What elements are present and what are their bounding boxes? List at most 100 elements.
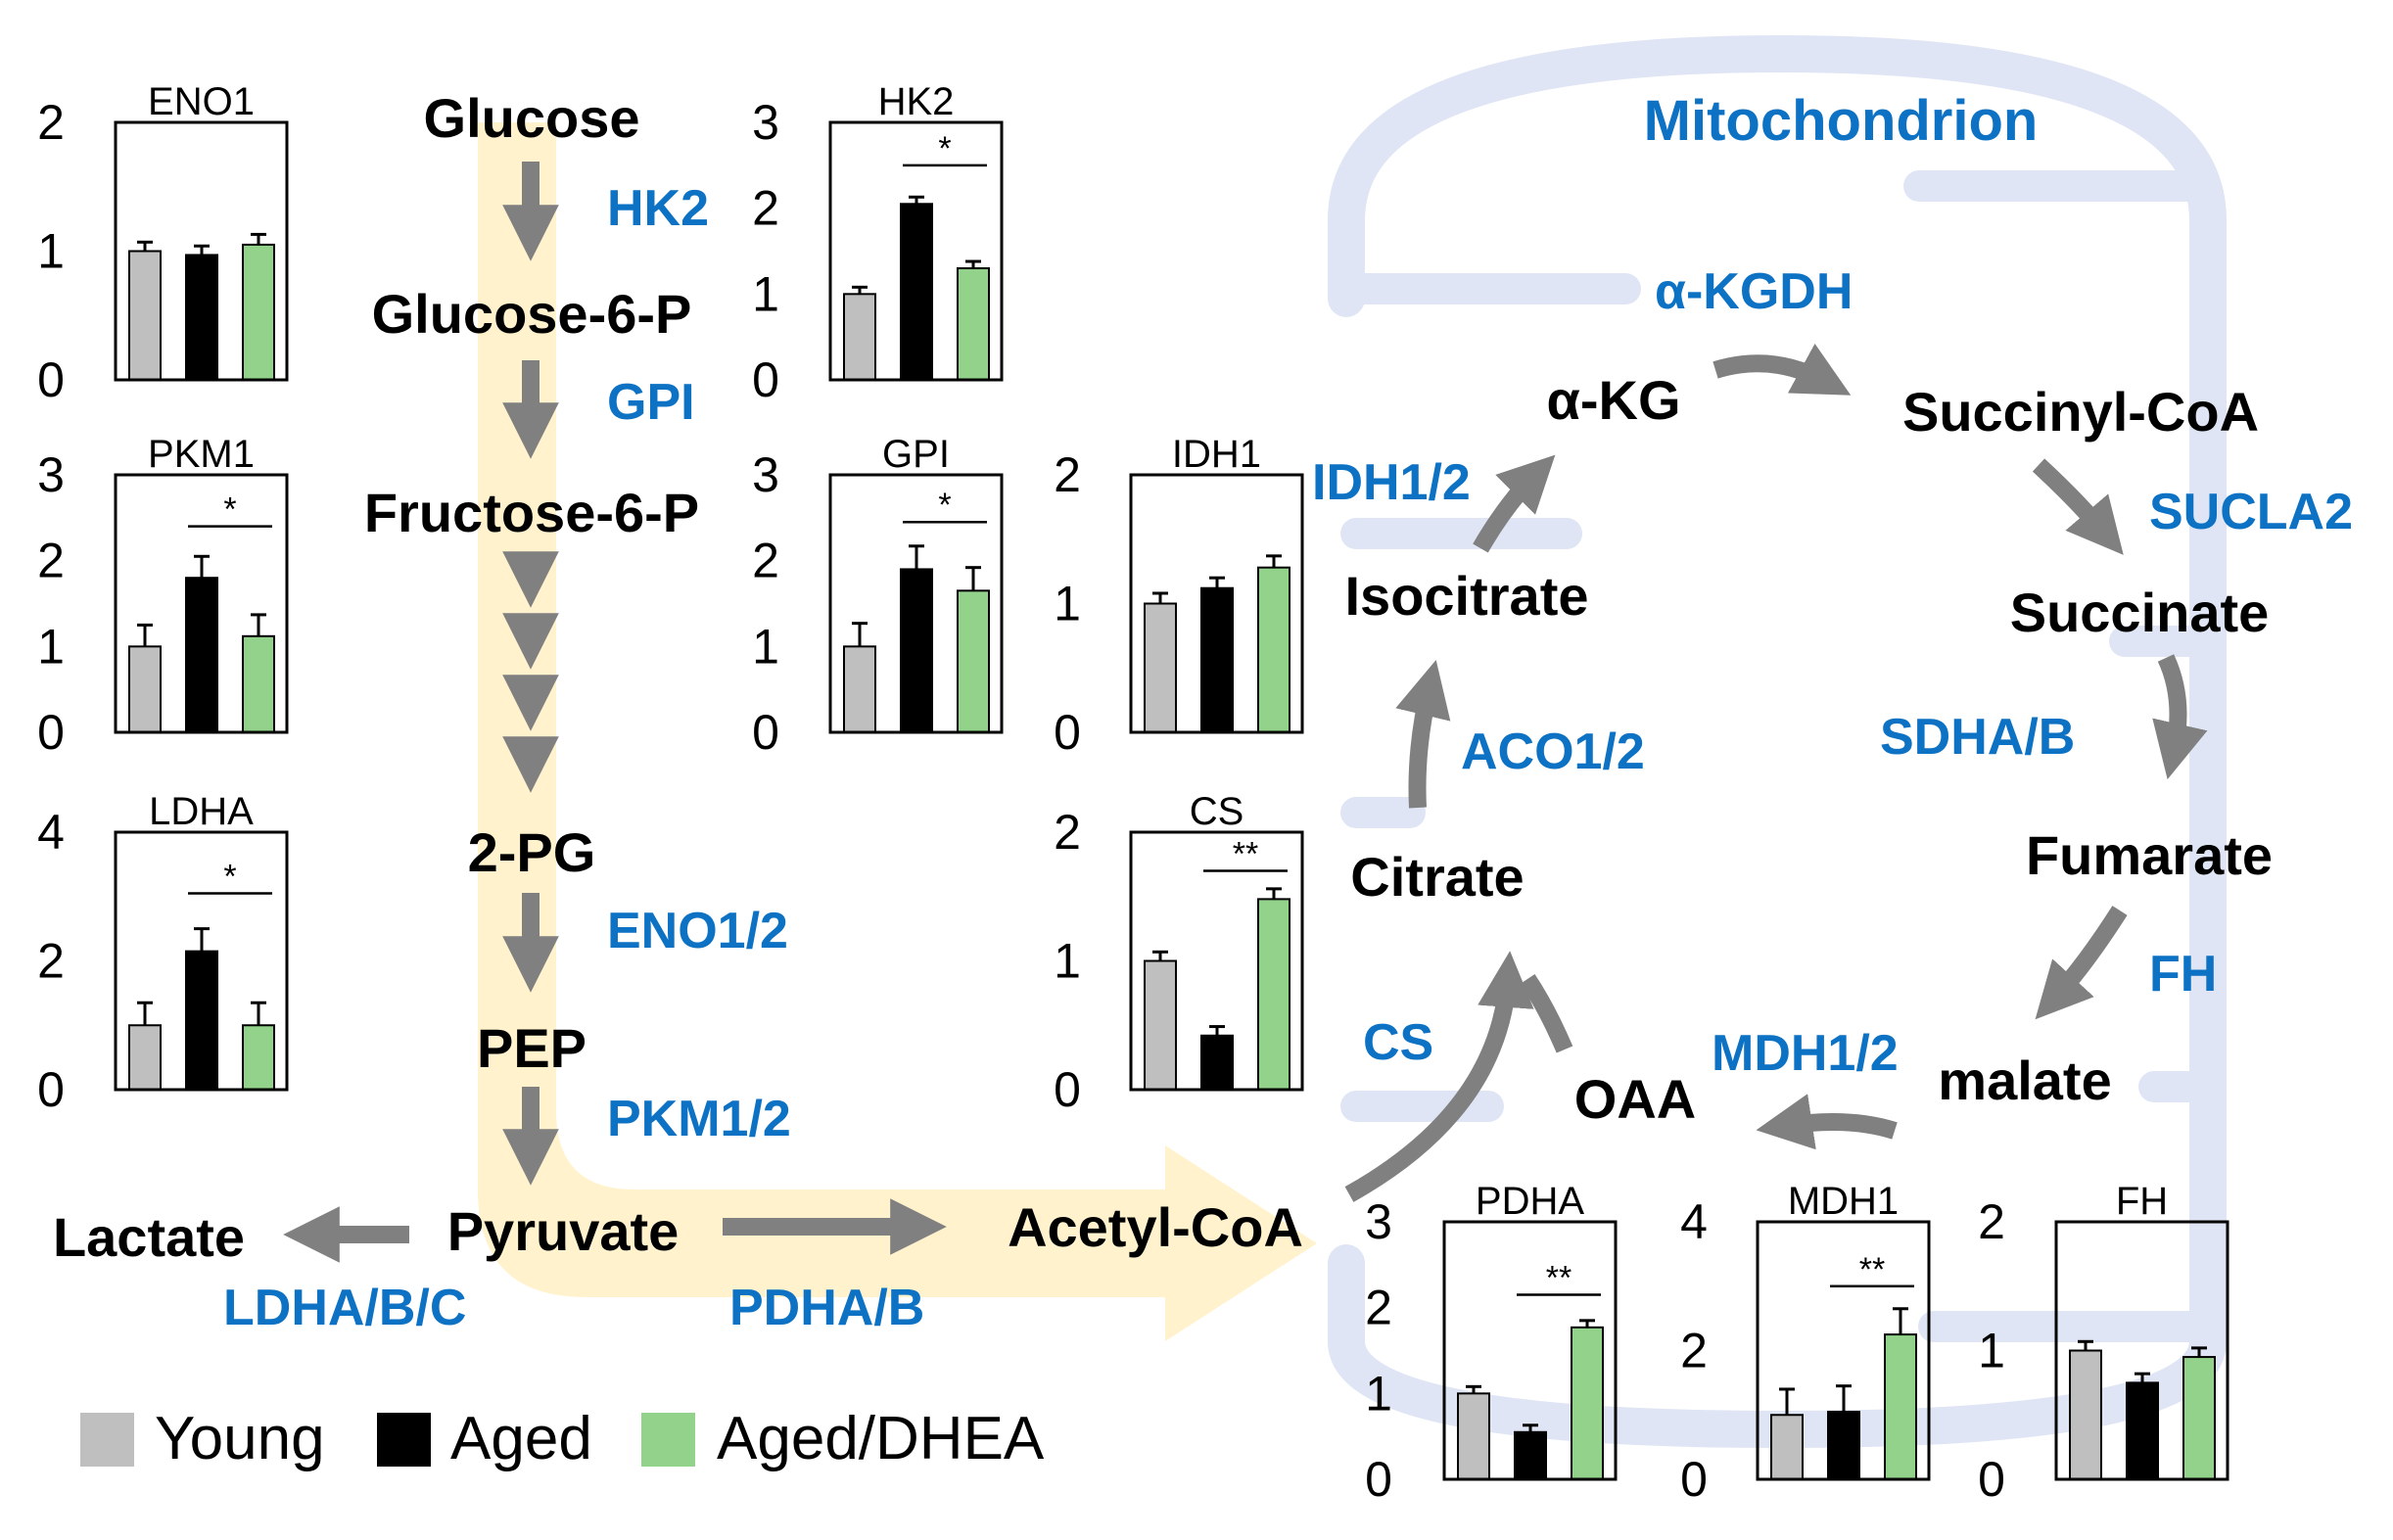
significance-label-pdha: ** xyxy=(1546,1260,1572,1297)
tick-label-mdh1-0: 0 xyxy=(1680,1452,1708,1507)
bar-eno1-young xyxy=(128,250,162,381)
arrow-fumarate-malate xyxy=(2035,906,2128,1020)
metabolite-pyruvate: Pyruvate xyxy=(447,1200,680,1262)
bar-ldha-aged-dhea xyxy=(242,1024,275,1091)
bar-cs-aged-dhea xyxy=(1257,898,1290,1091)
bar-pkm1-aged-dhea xyxy=(242,634,275,734)
tick-label-hk2-3: 3 xyxy=(752,95,779,150)
enzyme-akgdh: α-KGDH xyxy=(1655,263,1853,320)
arrow-succinate-fumarate xyxy=(2152,654,2208,780)
metabolite-fumarate: Fumarate xyxy=(2026,824,2273,886)
enzyme-fh: FH xyxy=(2149,946,2217,1003)
chart-frame-mdh1 xyxy=(1756,1220,1931,1481)
bar-pdha-aged-dhea xyxy=(1571,1326,1604,1480)
arrow-succinylcoa-succinate xyxy=(2032,458,2124,555)
bar-gpi-aged-dhea xyxy=(957,589,990,733)
metabolite-lactate: Lactate xyxy=(53,1206,245,1268)
tick-label-cs-1: 1 xyxy=(1054,934,1081,989)
bar-ldha-aged xyxy=(185,950,218,1092)
bar-fh-young xyxy=(2069,1349,2102,1480)
tick-label-ldha-2: 2 xyxy=(37,934,65,989)
tick-label-ldha-0: 0 xyxy=(37,1062,65,1117)
arrow-malate-oaa xyxy=(1756,1094,1898,1150)
mitochondrion-label: Mitochondrion xyxy=(1644,89,2039,153)
bar-fh-aged xyxy=(2126,1381,2159,1480)
metabolite-pep: PEP xyxy=(477,1017,587,1079)
metabolite-glucose: Glucose xyxy=(424,87,640,149)
legend-swatch-young xyxy=(80,1413,134,1467)
bar-idh1-aged-dhea xyxy=(1257,566,1290,733)
chart-title-pdha: PDHA xyxy=(1476,1180,1584,1223)
bar-mdh1-aged xyxy=(1827,1410,1860,1481)
tick-label-pdha-3: 3 xyxy=(1365,1194,1392,1249)
chart-frame-hk2 xyxy=(828,120,1004,382)
bar-idh1-aged xyxy=(1200,586,1234,733)
enzyme-mdh: MDH1/2 xyxy=(1712,1025,1899,1082)
enzyme-sdh: SDHA/B xyxy=(1880,709,2075,766)
metabolite-isocitrate: Isocitrate xyxy=(1345,565,1589,627)
metabolite-oaa: OAA xyxy=(1574,1068,1696,1130)
enzyme-gpi: GPI xyxy=(607,374,695,431)
tick-label-fh-1: 1 xyxy=(1978,1324,2005,1378)
tick-label-eno1-2: 2 xyxy=(37,95,65,150)
metabolite-alpha-kg: α-KG xyxy=(1546,369,1680,431)
metabolite-succinate: Succinate xyxy=(2010,582,2270,643)
tick-label-pdha-2: 2 xyxy=(1365,1281,1392,1335)
metabolite-citrate: Citrate xyxy=(1350,846,1524,908)
tick-label-gpi-3: 3 xyxy=(752,447,779,502)
tick-label-hk2-0: 0 xyxy=(752,352,779,407)
tick-label-eno1-0: 0 xyxy=(37,352,65,407)
arrow-isocitrate-akg xyxy=(1473,454,1556,553)
tick-label-gpi-2: 2 xyxy=(752,534,779,588)
tick-label-pkm1-1: 1 xyxy=(37,619,65,674)
tick-label-pkm1-2: 2 xyxy=(37,534,65,588)
legend-label-aged: Aged xyxy=(450,1405,592,1472)
tick-label-idh1-2: 2 xyxy=(1054,447,1081,502)
bar-eno1-aged-dhea xyxy=(242,243,275,381)
chart-frame-pkm1 xyxy=(114,473,289,734)
enzyme-eno: ENO1/2 xyxy=(607,903,788,959)
bar-gpi-aged xyxy=(900,568,933,734)
bar-pkm1-aged xyxy=(185,577,218,734)
bar-hk2-aged xyxy=(900,203,933,381)
significance-label-gpi: * xyxy=(938,487,951,524)
chart-title-hk2: HK2 xyxy=(878,80,955,123)
bar-cs-aged xyxy=(1200,1034,1234,1092)
chart-frame-idh1 xyxy=(1129,473,1304,734)
chart-title-fh: FH xyxy=(2116,1180,2168,1223)
chart-frame-eno1 xyxy=(114,120,289,382)
tick-label-pdha-0: 0 xyxy=(1365,1452,1392,1507)
tick-label-idh1-1: 1 xyxy=(1054,577,1081,631)
bar-idh1-young xyxy=(1144,602,1177,733)
tick-label-idh1-0: 0 xyxy=(1054,705,1081,760)
significance-label-ldha: * xyxy=(223,858,236,895)
tick-label-eno1-1: 1 xyxy=(37,224,65,279)
tick-label-pkm1-0: 0 xyxy=(37,705,65,760)
chart-title-eno1: ENO1 xyxy=(148,80,255,123)
tick-label-fh-2: 2 xyxy=(1978,1194,2005,1249)
bar-mdh1-young xyxy=(1770,1414,1804,1480)
bar-mdh1-aged-dhea xyxy=(1884,1333,1917,1480)
mitochondrion-outline xyxy=(1328,34,2227,1449)
tick-label-hk2-2: 2 xyxy=(752,181,779,236)
enzyme-pkm: PKM1/2 xyxy=(607,1091,791,1147)
metabolite-labels: Glucose Glucose-6-P Fructose-6-P 2-PG PE… xyxy=(53,87,2273,1268)
tick-label-cs-2: 2 xyxy=(1054,805,1081,860)
significance-label-cs: ** xyxy=(1233,835,1258,872)
bar-pdha-aged xyxy=(1514,1430,1547,1480)
bar-pkm1-young xyxy=(128,645,162,733)
pathway-arrows xyxy=(283,162,2208,1263)
bar-pdha-young xyxy=(1457,1392,1490,1481)
arrow-acetylcoa-citrate xyxy=(1344,951,1534,1202)
metabolite-2-pg: 2-PG xyxy=(468,821,596,883)
tick-label-gpi-0: 0 xyxy=(752,705,779,760)
legend-label-young: Young xyxy=(155,1405,325,1472)
